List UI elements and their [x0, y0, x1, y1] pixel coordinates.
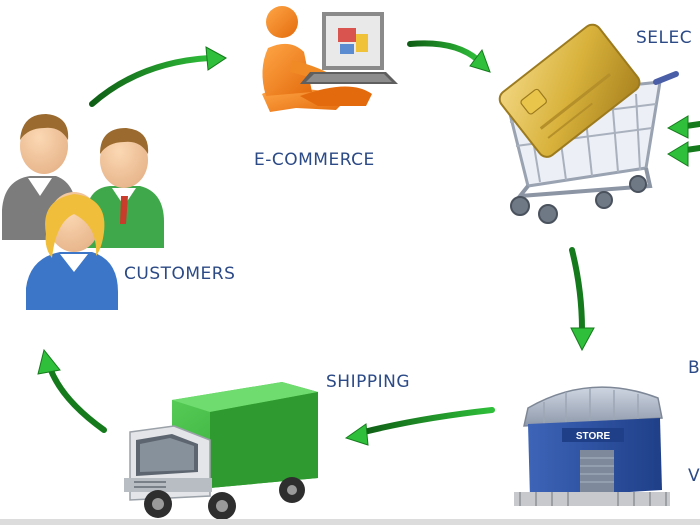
selection-label: SELEC [636, 28, 693, 48]
arrow-customers-to-ecommerce [89, 46, 227, 107]
shipping-label: SHIPPING [326, 372, 410, 392]
customers-group-icon [2, 114, 164, 310]
arrow-offscreen-to-selection-top [666, 115, 700, 139]
bottom-border [0, 519, 700, 525]
warehouse-store-icon: STORE [514, 386, 670, 506]
arrow-shipping-to-customers [37, 348, 107, 433]
arrow-offscreen-to-selection-bottom [667, 141, 700, 167]
arrow-store-to-shipping [344, 407, 495, 446]
store-sign-text: STORE [576, 431, 611, 442]
store-label-b: B [688, 358, 700, 378]
store-label-v: V [688, 466, 700, 486]
arrow-selection-to-store [569, 247, 595, 352]
arrow-ecommerce-to-selection [407, 40, 491, 73]
customers-label: CUSTOMERS [124, 264, 236, 284]
ecommerce-label: E-COMMERCE [254, 150, 375, 170]
delivery-truck-icon [124, 382, 318, 520]
credit-card-cart-icon [498, 23, 679, 224]
person-laptop-icon [262, 6, 398, 112]
